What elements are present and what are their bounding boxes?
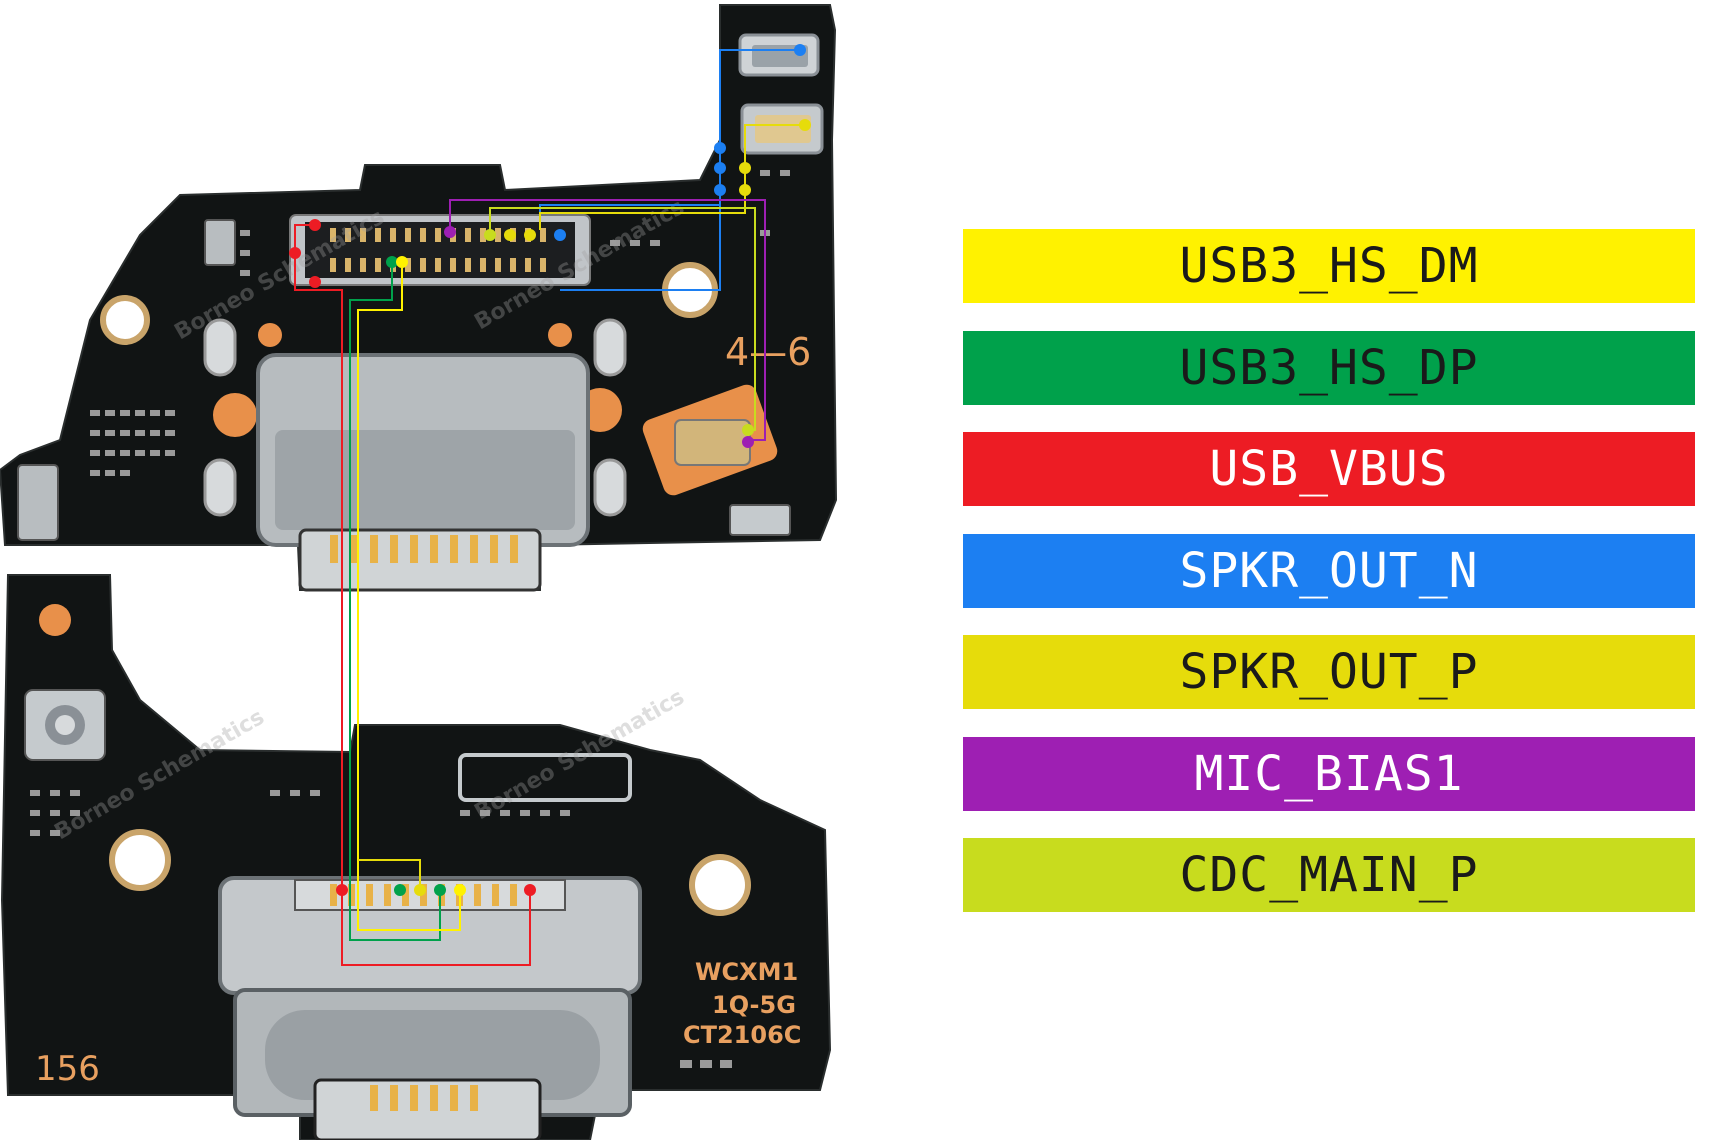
trace-usb-vbus	[294, 224, 531, 966]
bottom-board-number: 156	[35, 1049, 100, 1089]
chip-marking-line3: CT2106C	[683, 1021, 801, 1049]
trace-usb3-hs-dp	[349, 262, 441, 941]
chip-marking-line2: 1Q-5G	[712, 991, 796, 1019]
bottom-pcb-board: 156 WCXM1 1Q-5G CT2106C Borneo Schematic…	[0, 574, 832, 1140]
legend-item-spkr-out-n: SPKR_OUT_N	[963, 533, 1695, 608]
legend-item-usb3-hs-dp: USB3_HS_DP	[963, 330, 1695, 405]
legend-item-usb-vbus: USB_VBUS	[963, 432, 1695, 506]
test-points	[289, 44, 811, 896]
legend-label: USB3_HS_DM	[1179, 238, 1479, 294]
top-pcb-board: 4—6 Borneo Schematics Borneo Schematics	[0, 4, 838, 592]
legend-item-cdc-main-p: CDC_MAIN_P	[963, 838, 1695, 912]
chip-marking-line1: WCXM1	[695, 958, 798, 986]
top-board-number: 4—6	[725, 330, 811, 374]
trace-usb3-hs-dm	[357, 262, 461, 931]
legend-label: SPKR_OUT_N	[1179, 542, 1479, 599]
legend-label: MIC_BIAS1	[1194, 745, 1464, 802]
legend-label: USB_VBUS	[1209, 441, 1449, 497]
legend-item-usb3-hs-dm: USB3_HS_DM	[963, 229, 1695, 303]
legend-item-spkr-out-p: SPKR_OUT_P	[963, 635, 1695, 709]
trace-mic-bias1	[449, 199, 766, 441]
legend-label: SPKR_OUT_P	[1179, 644, 1479, 700]
legend-label: CDC_MAIN_P	[1179, 847, 1479, 903]
trace-spkr-out-p	[539, 124, 805, 230]
legend-item-mic-bias1: MIC_BIAS1	[963, 736, 1695, 811]
legend-label: USB3_HS_DP	[1179, 339, 1479, 396]
pcb-board-photo: 4—6 Borneo Schematics Borneo Schematics	[0, 4, 838, 1140]
